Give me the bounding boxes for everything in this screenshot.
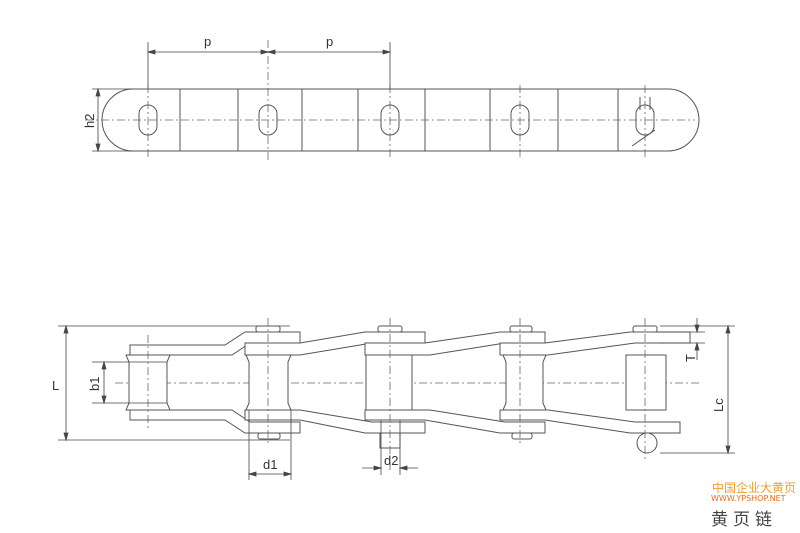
plate-height-label: h2: [82, 114, 97, 128]
connecting-pin-length-label: Lc: [711, 398, 726, 412]
watermark-title: 黄页链: [711, 510, 777, 530]
plate-thickness-label: T: [683, 354, 698, 362]
inner-width-label: b1: [87, 377, 102, 391]
pitch-label-1: p: [204, 34, 211, 49]
roller-diameter-label: d1: [263, 457, 277, 472]
overall-length-label: L: [52, 378, 59, 393]
watermark-url: WWW.YPSHOP.NET: [711, 494, 786, 503]
top-view: p p h2: [82, 34, 700, 160]
pitch-label-2: p: [326, 34, 333, 49]
section-view: L b1 d1 d2 T Lc: [52, 318, 735, 480]
watermark-line1: 中国企业大黄页: [712, 481, 797, 495]
pin-diameter-label: d2: [384, 453, 398, 468]
